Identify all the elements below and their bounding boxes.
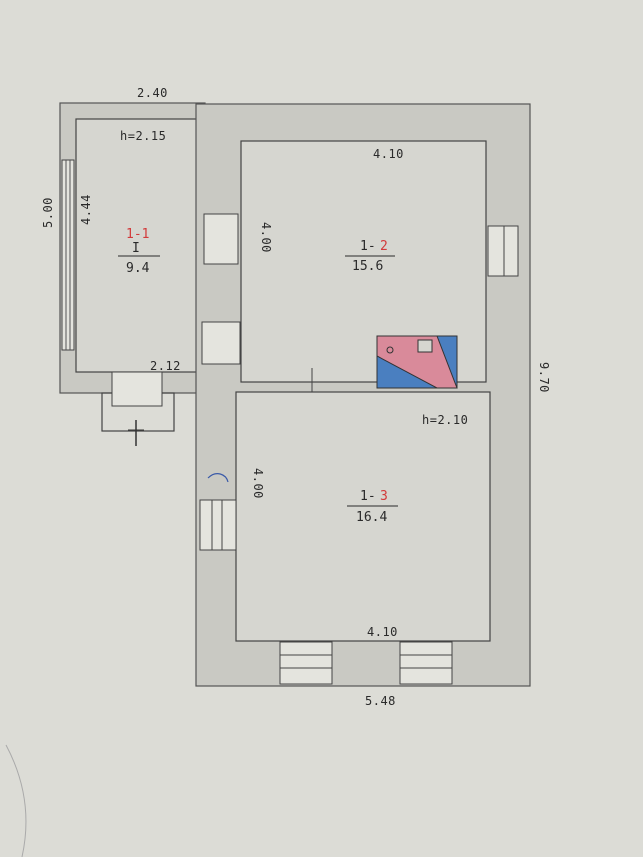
annex-inner-length-label: 4.44 xyxy=(79,194,93,225)
left-passage xyxy=(203,213,239,265)
bottom-window-right xyxy=(399,641,453,685)
right-window xyxy=(487,225,519,277)
left-window xyxy=(199,499,237,551)
annex-length-label: 5.00 xyxy=(41,197,55,228)
upper-room-code: 1- xyxy=(360,239,376,254)
house-length-label: 9.70 xyxy=(537,362,551,393)
annex-inner-width-label: 2.12 xyxy=(150,359,181,373)
stove-icon xyxy=(376,335,458,389)
lower-room xyxy=(235,391,491,642)
house-height-label: h=2.10 xyxy=(422,413,468,427)
pen-mark xyxy=(207,473,229,483)
annex-door xyxy=(111,371,163,407)
annex-height-label: h=2.15 xyxy=(120,129,166,143)
upper-area: 15.6 xyxy=(352,259,383,274)
lower-width-label: 4.10 xyxy=(367,625,398,639)
annex-window xyxy=(61,159,75,351)
house-width-label: 5.48 xyxy=(365,694,396,708)
upper-width-label: 4.10 xyxy=(373,147,404,161)
annex-room xyxy=(75,118,201,373)
upper-room-mark: 2 xyxy=(380,239,388,254)
upper-length-label: 4.00 xyxy=(259,222,273,253)
annex-room-code: 1-1 xyxy=(126,227,149,242)
bottom-window-left xyxy=(279,641,333,685)
annex-area: 9.4 xyxy=(126,261,150,276)
annex-width-label: 2.40 xyxy=(137,86,168,100)
left-passage-2 xyxy=(201,321,241,365)
paper-arc xyxy=(5,744,27,857)
lower-area: 16.4 xyxy=(356,510,387,525)
annex xyxy=(59,102,206,446)
lower-room-code: 1- xyxy=(360,489,376,504)
lower-room-mark: 3 xyxy=(380,489,388,504)
main-house xyxy=(195,103,531,687)
annex-room-type: I xyxy=(132,241,140,256)
lower-length-label: 4.00 xyxy=(251,468,265,499)
